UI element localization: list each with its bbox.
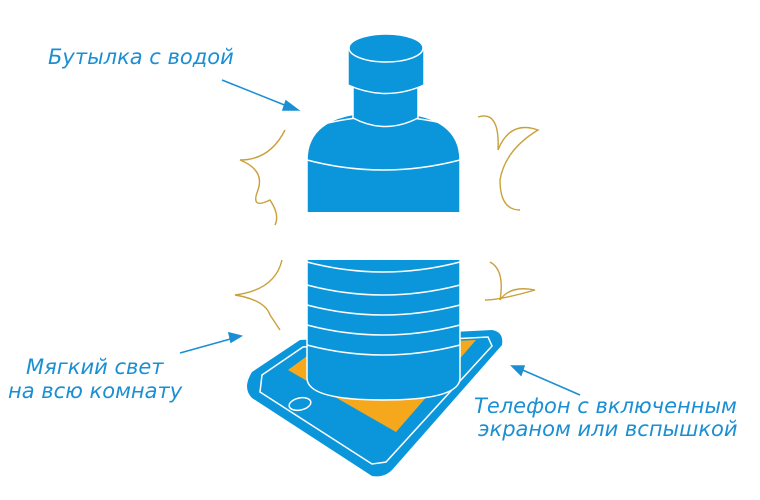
phone-label-line2: экраном или вспышкой [478,417,738,441]
bottle-label: Бутылка с водой [48,45,234,69]
phone-label-line1: Телефон с включенным [474,394,737,418]
water-bottle [306,33,461,401]
light-glow-lines [234,115,540,331]
light-label-line1: Мягкий свет [26,355,164,379]
arrows [179,79,581,396]
home-button-icon [288,396,312,412]
light-label-line2: на всю комнату [8,379,183,403]
